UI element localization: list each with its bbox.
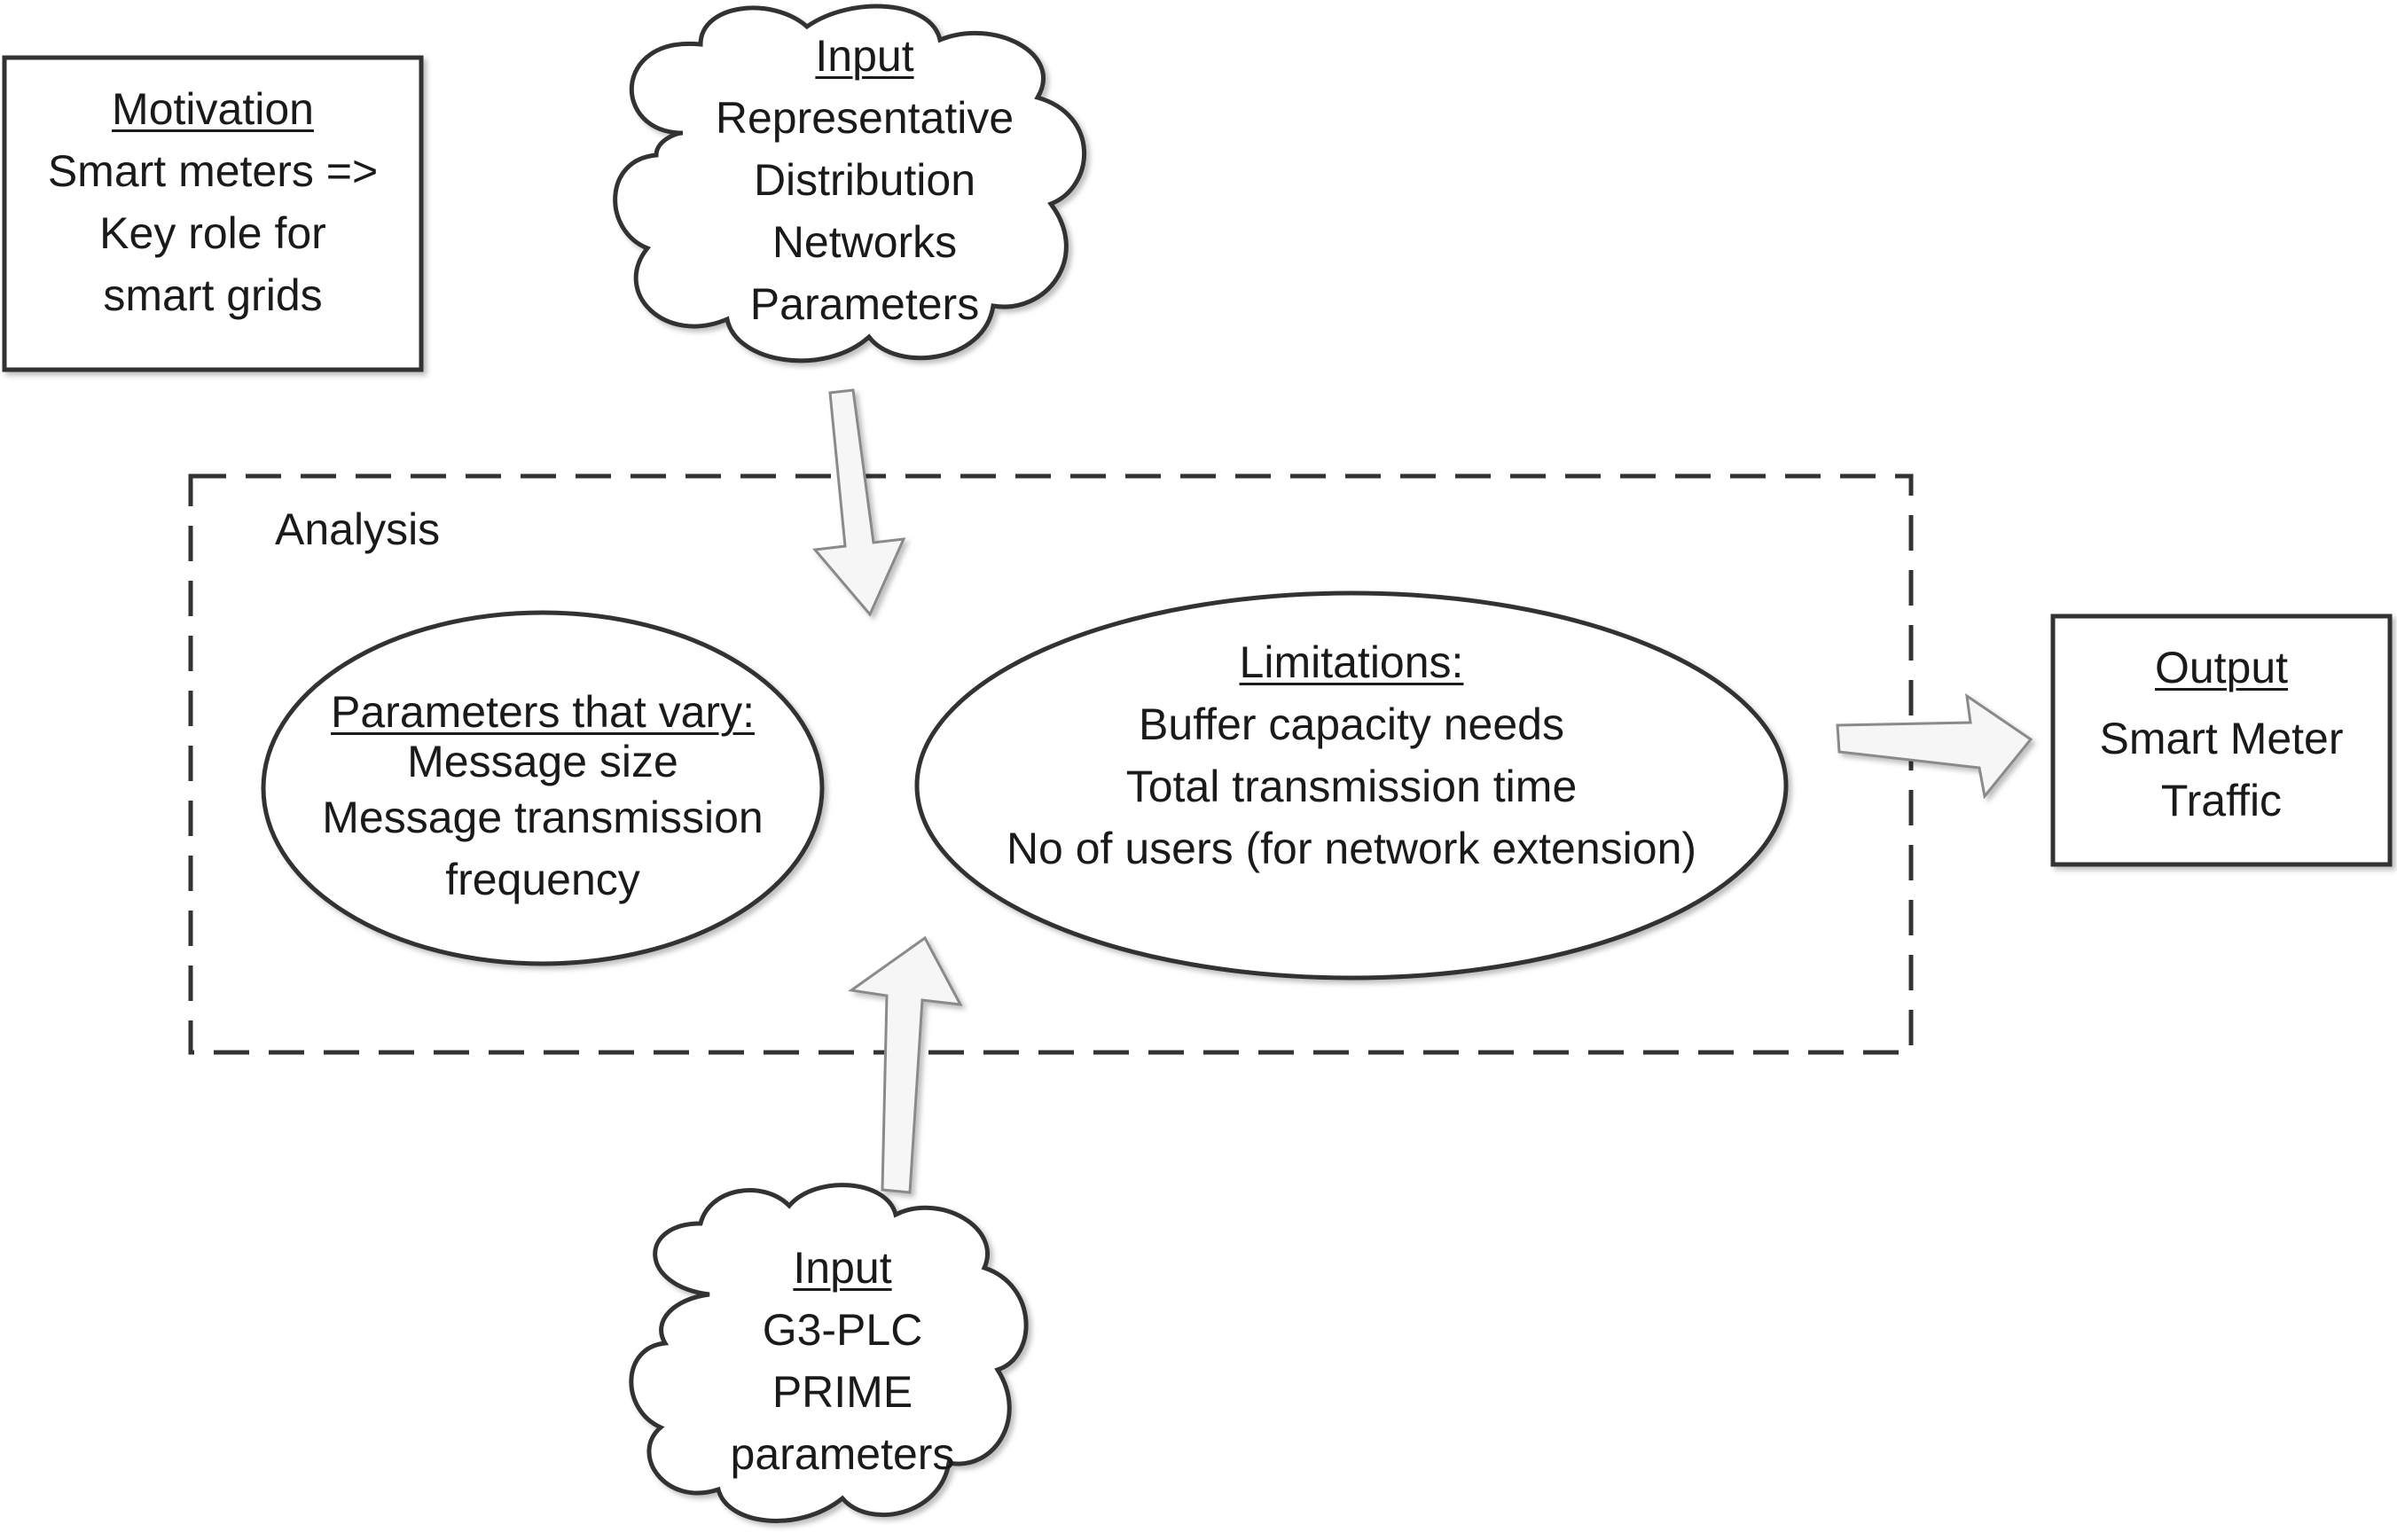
input-bottom-line: G3-PLC	[762, 1305, 923, 1355]
output-text: Output Smart Meter Traffic	[2053, 637, 2390, 832]
input-top-cloud	[613, 4, 1087, 364]
motivation-line: Smart meters =>	[47, 146, 379, 196]
analysis-frame	[188, 473, 1914, 1055]
input-bottom-line: PRIME	[772, 1367, 913, 1417]
limitations-title: Limitations:	[1239, 637, 1464, 687]
arrow-down-icon	[812, 388, 906, 617]
limitations-line: Total transmission time	[1125, 762, 1578, 811]
output-line: Smart Meter	[2099, 714, 2344, 763]
input-bottom-text: Input G3-PLC PRIME parameters	[630, 1237, 1055, 1485]
parameters-line: frequency	[445, 855, 640, 904]
input-bottom-cloud	[629, 1183, 1029, 1523]
input-top-line: Networks	[772, 217, 958, 267]
motivation-box	[2, 55, 424, 372]
output-box	[2050, 614, 2393, 867]
limitations-line: Buffer capacity needs	[1139, 700, 1564, 749]
output-title: Output	[2154, 643, 2289, 692]
input-top-line: Parameters	[749, 279, 980, 329]
parameters-line: Message transmission	[322, 793, 764, 842]
motivation-line: smart grids	[103, 270, 323, 320]
input-top-title: Input	[815, 31, 914, 81]
output-line: Traffic	[2160, 776, 2283, 825]
motivation-title: Motivation	[112, 84, 314, 134]
limitations-ellipse	[914, 590, 1789, 981]
limitations-line: No of users (for network extension)	[1006, 824, 1697, 873]
arrow-right-icon	[1836, 692, 2033, 800]
parameters-line: Message size	[407, 737, 678, 786]
parameters-text: Parameters that vary: Message size Messa…	[277, 687, 809, 911]
motivation-line: Key role for	[99, 208, 326, 258]
input-bottom-title: Input	[793, 1243, 892, 1293]
input-bottom-line: parameters	[730, 1429, 955, 1479]
analysis-label: Analysis	[275, 504, 441, 554]
parameters-title: Parameters that vary:	[331, 687, 755, 737]
motivation-text: Motivation Smart meters => Key role for …	[4, 78, 421, 326]
input-top-line: Distribution	[753, 155, 976, 205]
arrow-up-icon	[848, 935, 963, 1194]
parameters-ellipse	[261, 610, 825, 966]
input-top-text: Input Representative Distribution Networ…	[643, 25, 1086, 335]
limitations-text: Limitations: Buffer capacity needs Total…	[917, 631, 1786, 879]
input-top-line: Representative	[715, 93, 1014, 143]
